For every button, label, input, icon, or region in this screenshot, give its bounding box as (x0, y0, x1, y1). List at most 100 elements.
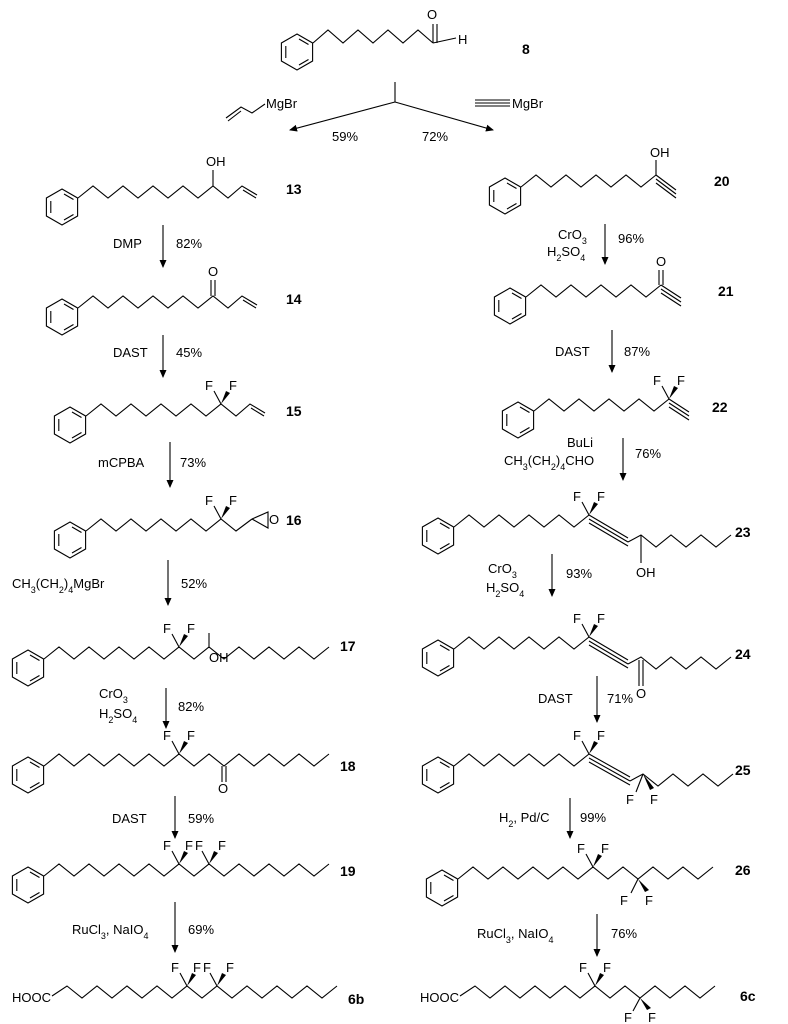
fluorine-label: F (229, 378, 237, 393)
fluorine-label: F (226, 960, 234, 975)
fluorine-label: F (171, 960, 179, 975)
reagent-h2so4-17: H2SO4 (99, 706, 137, 725)
compound-6b: HOOC F F F F 6b (12, 960, 364, 1007)
fluorine-label: F (573, 728, 581, 743)
fluorine-label: F (597, 489, 605, 504)
fluorine-label: F (603, 960, 611, 975)
compound-18-label: 18 (340, 758, 356, 774)
compound-22-label: 22 (712, 399, 728, 415)
reagent-hexanal: CH3(CH2)4CHO (504, 453, 594, 472)
yield-cro3-23: 93% (566, 566, 592, 581)
compound-8-label: 8 (522, 41, 530, 57)
carboxylic-acid-label: HOOC (420, 990, 459, 1005)
branch-arrows: MgBr MgBr 59% 72% (225, 82, 544, 144)
carboxylic-acid-label: HOOC (12, 990, 51, 1005)
compound-6c: HOOC F F F F 6c (420, 960, 756, 1024)
fluorine-label: F (163, 728, 171, 743)
reagent-pentyl-grignard: CH3(CH2)4MgBr (12, 576, 105, 595)
compound-24: O F F 24 (421, 611, 751, 701)
fluorine-label: F (218, 838, 226, 853)
reagent-dast-24: DAST (538, 691, 573, 706)
yield-buli: 76% (635, 446, 661, 461)
compound-22: F F 22 (501, 373, 728, 439)
yield-dast-18: 59% (188, 811, 214, 826)
compound-17-label: 17 (340, 638, 356, 654)
compound-15-label: 15 (286, 403, 302, 419)
compound-21: O 21 (493, 254, 734, 325)
compound-20-label: 20 (714, 173, 730, 189)
hydroxyl-label: OH (206, 154, 226, 169)
reagent-cro3-20: CrO3 (558, 227, 587, 246)
fluorine-label: F (577, 841, 585, 856)
compound-16: F F O 16 (53, 493, 302, 559)
yield-ru-26: 76% (611, 926, 637, 941)
yield-mcpba: 73% (180, 455, 206, 470)
fluorine-label: F (597, 611, 605, 626)
reagent-h2-pdc: H2, Pd/C (499, 810, 550, 829)
oxygen-label: O (427, 7, 437, 22)
compound-16-label: 16 (286, 512, 302, 528)
fluorine-label: F (229, 493, 237, 508)
yield-right-split: 72% (422, 129, 448, 144)
fluorine-label: F (163, 621, 171, 636)
compound-13-label: 13 (286, 181, 302, 197)
carbonyl-oxygen-label: O (656, 254, 666, 269)
yield-dast-14: 45% (176, 345, 202, 360)
compound-24-label: 24 (735, 646, 751, 662)
allyl-grignard-label: MgBr (266, 96, 298, 111)
compound-19-label: 19 (340, 863, 356, 879)
fluorine-label: F (203, 960, 211, 975)
compound-19: F F F F 19 (11, 838, 356, 904)
fluorine-label: F (624, 1010, 632, 1024)
fluorine-label: F (573, 611, 581, 626)
compound-23-label: 23 (735, 524, 751, 540)
fluorine-label: F (677, 373, 685, 388)
yield-cro3-20: 96% (618, 231, 644, 246)
carbonyl-oxygen-label: O (218, 781, 228, 796)
fluorine-label: F (626, 792, 634, 807)
fluorine-label: F (163, 838, 171, 853)
fluorine-label: F (597, 728, 605, 743)
reagent-dast-14: DAST (113, 345, 148, 360)
fluorine-label: F (601, 841, 609, 856)
compound-23: OH F F 23 (421, 489, 751, 580)
compound-21-label: 21 (718, 283, 734, 299)
reagent-dast-21: DAST (555, 344, 590, 359)
hydroxyl-label: OH (636, 565, 656, 580)
compound-8: O H 8 (280, 7, 530, 71)
compound-26: F F F F 26 (425, 841, 751, 908)
fluorine-label: F (579, 960, 587, 975)
compound-6b-label: 6b (348, 991, 364, 1007)
compound-20: OH 20 (488, 145, 730, 215)
yield-left-split: 59% (332, 129, 358, 144)
hydroxyl-label: OH (209, 650, 229, 665)
reagent-rucl3-26: RuCl3, NaIO4 (477, 926, 554, 945)
yield-dmp: 82% (176, 236, 202, 251)
reagent-cro3-23: CrO3 (488, 561, 517, 580)
compound-17: OH F F 17 (11, 621, 356, 687)
yield-dast-24: 71% (607, 691, 633, 706)
carbonyl-oxygen-label: O (208, 264, 218, 279)
reagent-rucl3-19: RuCl3, NaIO4 (72, 922, 149, 941)
yield-grignard-16: 52% (181, 576, 207, 591)
reagent-buli: BuLi (567, 435, 593, 450)
compound-6c-label: 6c (740, 988, 756, 1004)
reagent-cro3-17: CrO3 (99, 686, 128, 705)
fluorine-label: F (187, 728, 195, 743)
fluorine-label: F (205, 378, 213, 393)
yield-dast-21: 87% (624, 344, 650, 359)
fluorine-label: F (185, 838, 193, 853)
compound-26-label: 26 (735, 862, 751, 878)
hydroxyl-label: OH (650, 145, 670, 160)
compound-15: F F 15 (53, 378, 302, 444)
compound-13: OH 13 (45, 154, 302, 226)
compound-25: F F F F 25 (421, 728, 751, 807)
compound-25-label: 25 (735, 762, 751, 778)
fluorine-label: F (620, 893, 628, 908)
reagent-mcpba: mCPBA (98, 455, 145, 470)
compound-18: O F F 18 (11, 728, 356, 796)
reagent-dmp: DMP (113, 236, 142, 251)
hydrogen-label: H (458, 32, 467, 47)
fluorine-label: F (645, 893, 653, 908)
